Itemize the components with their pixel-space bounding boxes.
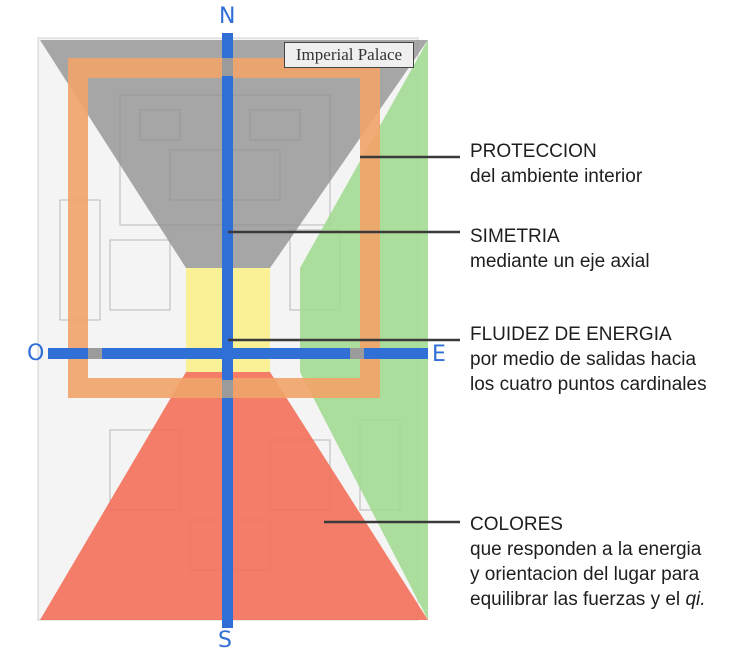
callout-fluidez: FLUIDEZ DE ENERGIA por medio de salidas … [470, 322, 707, 397]
callout-fluidez-line-1: por medio de salidas hacia [470, 349, 697, 370]
callout-colores-line-1: que responden a la energia [470, 539, 702, 560]
south-red-region [40, 372, 428, 620]
compass-west: O [27, 341, 45, 366]
gate-markers [88, 58, 364, 398]
compass-east: E [432, 342, 446, 367]
north-gray-region [40, 40, 428, 268]
callout-simetria-title: SIMETRIA [470, 226, 560, 247]
callout-colores-line-3: equilibrar las fuerzas y el qi. [470, 587, 706, 612]
callout-fluidez-title: FLUIDEZ DE ENERGIA [470, 324, 672, 345]
callout-simetria: SIMETRIA mediante un eje axial [470, 224, 650, 274]
callout-colores-qi: qi. [685, 589, 706, 610]
callout-simetria-text: mediante un eje axial [470, 251, 650, 272]
callout-fluidez-line-2: los cuatro puntos cardinales [470, 374, 707, 395]
callout-proteccion-text: del ambiente interior [470, 166, 643, 187]
map-title: Imperial Palace [284, 42, 414, 68]
callout-colores: COLORES que responden a la energia y ori… [470, 512, 706, 612]
callout-proteccion-title: PROTECCION [470, 141, 597, 162]
compass-north: N [219, 4, 236, 29]
north-south-axis [222, 33, 233, 628]
compass-south: S [218, 628, 232, 653]
leader-lines [228, 155, 460, 524]
callout-colores-line-3-text: equilibrar las fuerzas y el [470, 589, 681, 610]
west-east-axis [48, 348, 428, 359]
callout-proteccion: PROTECCION del ambiente interior [470, 139, 642, 189]
callout-colores-title: COLORES [470, 514, 563, 535]
callout-colores-line-2: y orientacion del lugar para [470, 564, 700, 585]
